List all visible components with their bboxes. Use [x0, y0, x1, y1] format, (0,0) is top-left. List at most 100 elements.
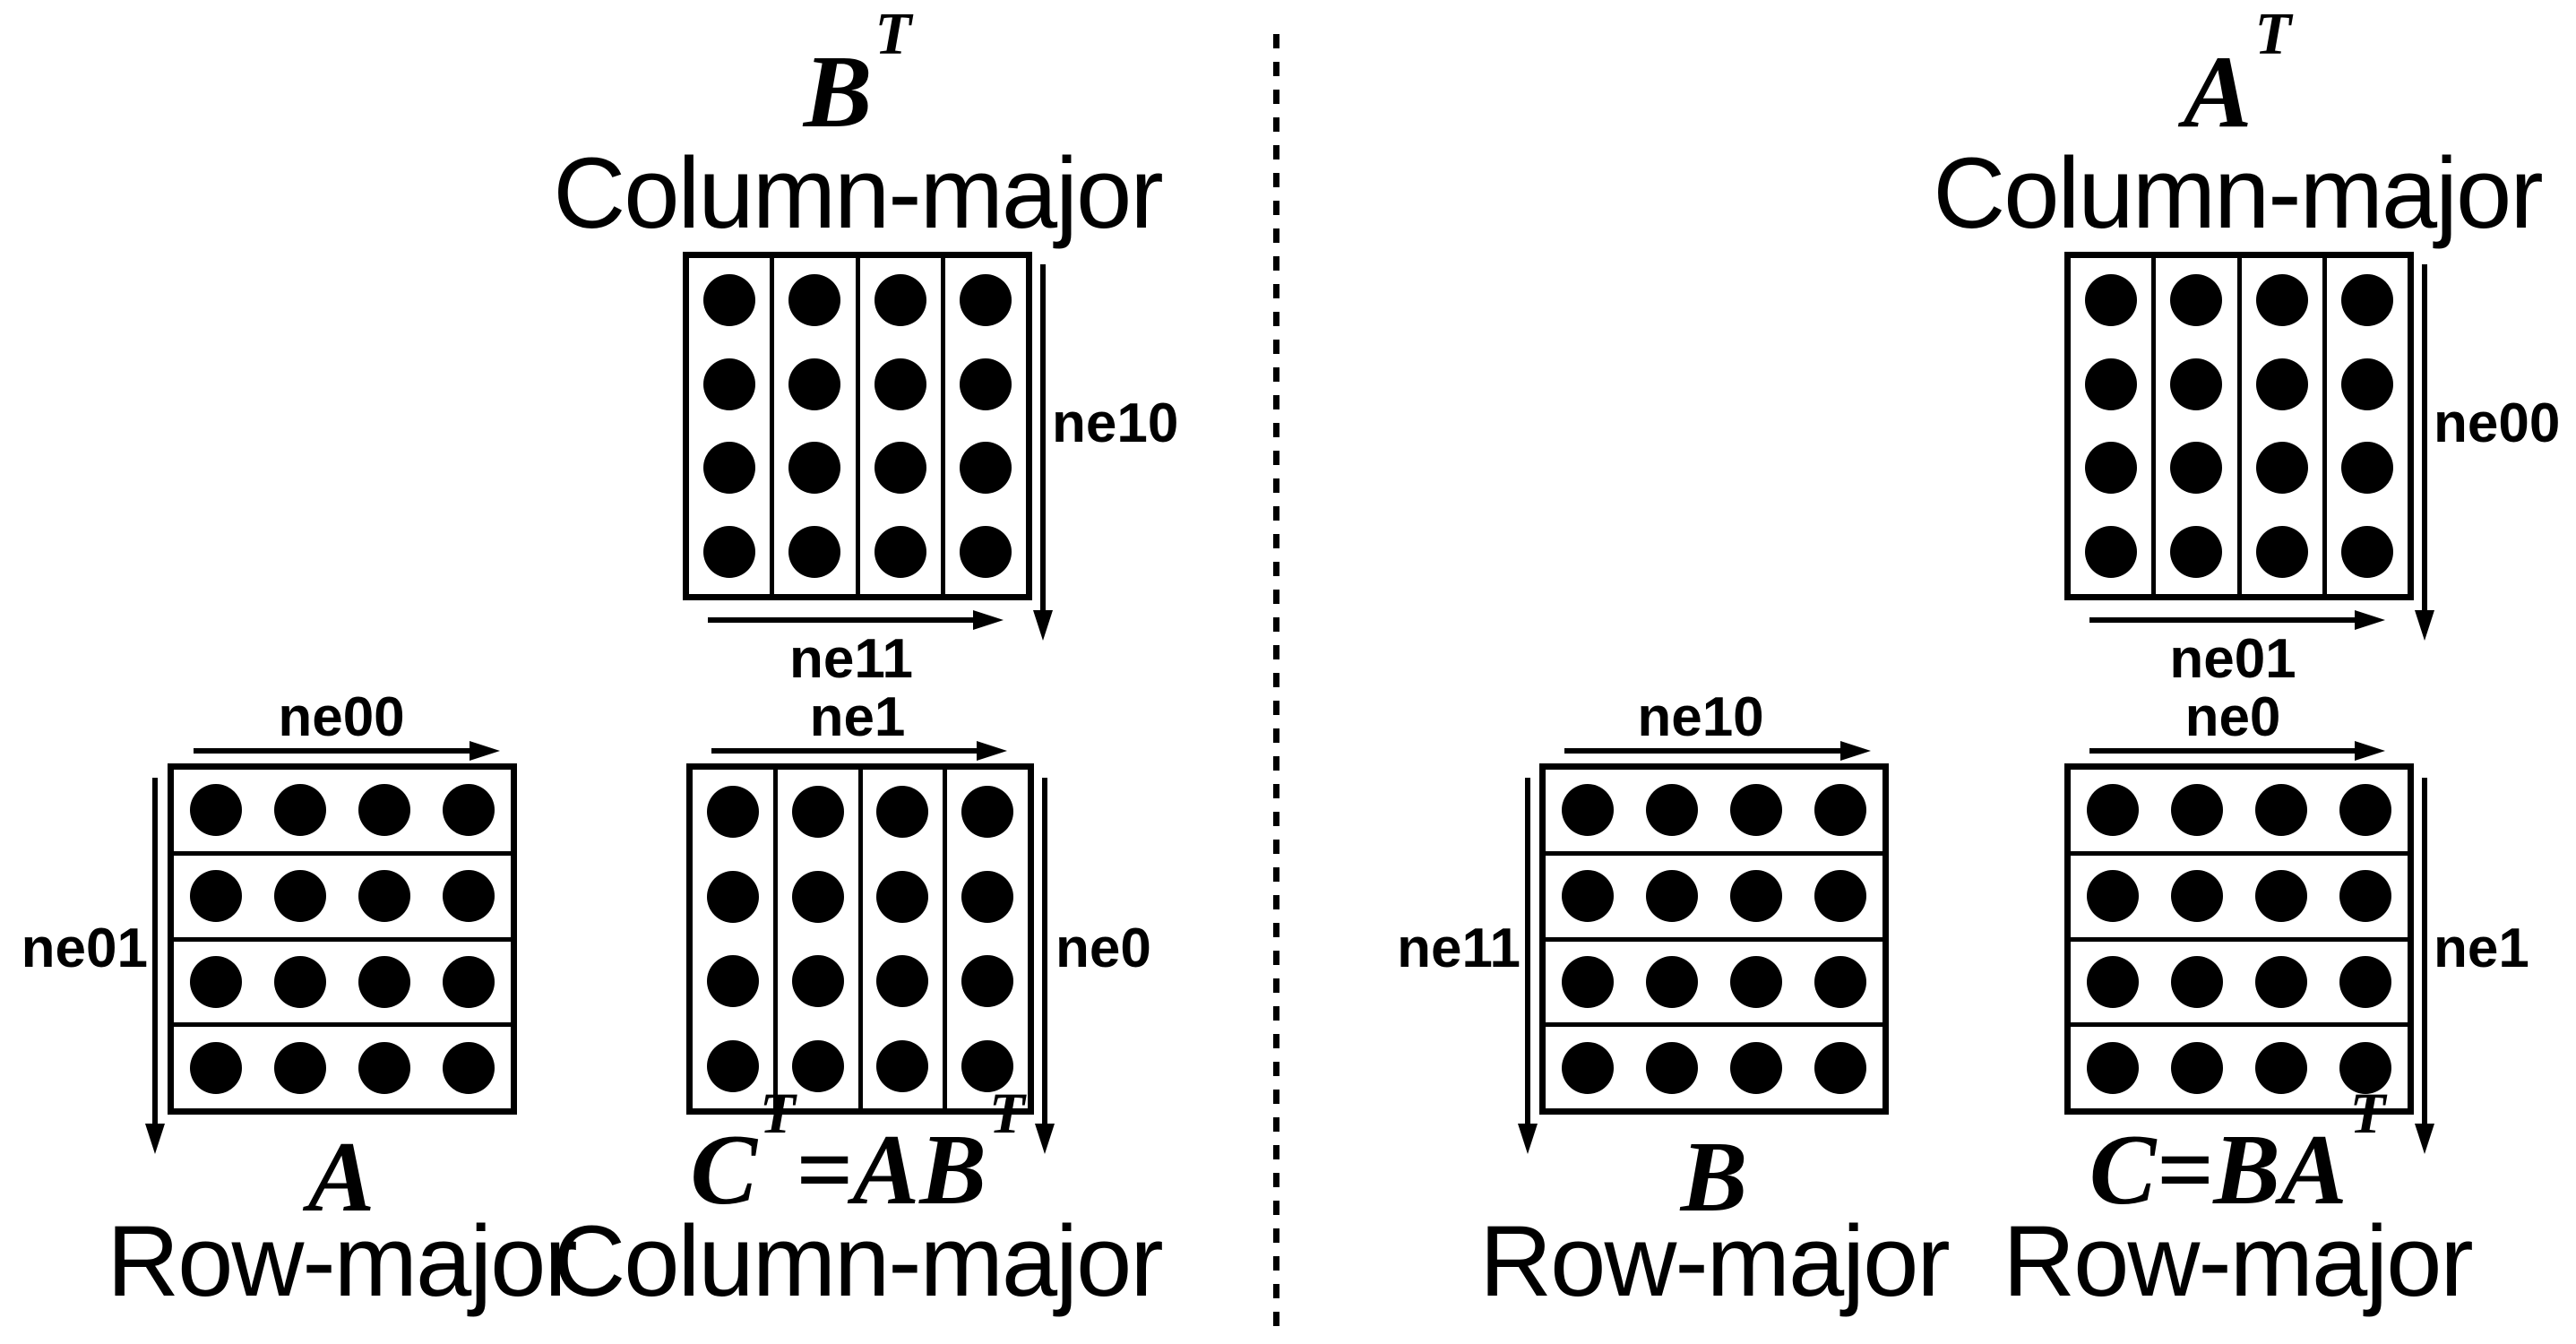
matrix-row-cell	[2071, 770, 2408, 851]
matrix-column-cell	[770, 258, 855, 594]
data-element-dot	[2255, 870, 2307, 923]
matrix-row-cell	[1546, 936, 1882, 1023]
data-element-dot	[703, 358, 756, 410]
b-matrix	[1539, 763, 1889, 1115]
data-element-dot	[788, 442, 841, 495]
ne10-right-arrow	[1564, 739, 1871, 762]
data-element-dot	[358, 784, 410, 837]
ne10-label: ne10	[1052, 392, 1179, 454]
data-element-dot	[874, 442, 926, 495]
data-element-dot	[443, 870, 495, 923]
ne00-label: ne00	[278, 686, 405, 748]
a-transposed-title: AT	[2184, 4, 2291, 143]
superscript: T	[874, 2, 912, 68]
data-element-dot	[2255, 442, 2308, 495]
data-element-dot	[1562, 870, 1614, 923]
data-element-dot	[274, 1041, 326, 1094]
matrix-column-cell	[855, 258, 941, 594]
section-divider-dashed-line	[1273, 34, 1279, 1337]
ne1-label-right: ne1	[2434, 918, 2529, 979]
data-element-dot	[1646, 870, 1698, 923]
data-element-dot	[706, 870, 759, 923]
data-element-dot	[1562, 1041, 1614, 1094]
matrix-row-cell	[174, 936, 511, 1023]
ne1-right-arrow	[711, 739, 1007, 762]
data-element-dot	[2087, 784, 2139, 837]
data-element-dot	[2255, 1041, 2307, 1094]
data-element-dot	[1730, 870, 1782, 923]
matrix-row-cell	[1546, 1022, 1882, 1108]
data-element-dot	[2171, 784, 2223, 837]
data-element-dot	[876, 955, 929, 1008]
data-element-dot	[1646, 1041, 1698, 1094]
data-element-dot	[2255, 526, 2308, 579]
data-element-dot	[1562, 784, 1614, 837]
data-element-dot	[190, 870, 242, 923]
matrix-row-cell	[174, 770, 511, 851]
ne0-label-left: ne0	[1055, 918, 1151, 979]
data-element-dot	[791, 1039, 844, 1092]
data-element-dot	[443, 784, 495, 837]
data-element-dot	[443, 1041, 495, 1094]
a-transposed-layout-label: Column-major	[1933, 137, 2543, 249]
data-element-dot	[1646, 955, 1698, 1008]
matrix-row-cell	[2071, 850, 2408, 937]
data-element-dot	[2087, 955, 2139, 1008]
data-element-dot	[2340, 526, 2393, 579]
data-element-dot	[274, 870, 326, 923]
data-element-dot	[2340, 442, 2393, 495]
data-element-dot	[1814, 955, 1866, 1008]
data-element-dot	[876, 1039, 929, 1092]
data-element-dot	[2085, 526, 2138, 579]
data-element-dot	[2255, 784, 2307, 837]
eq-text: C	[690, 1115, 758, 1226]
ne1-label-left: ne1	[809, 686, 906, 748]
data-element-dot	[2171, 870, 2223, 923]
data-element-dot	[443, 955, 495, 1008]
c-layout-label: Row-major	[2003, 1205, 2473, 1317]
data-element-dot	[1814, 870, 1866, 923]
matrix-row-cell	[1546, 850, 1882, 937]
data-element-dot	[706, 955, 759, 1008]
data-element-dot	[959, 526, 1012, 579]
ne01-label: ne01	[21, 918, 148, 979]
a-transposed-matrix	[2064, 252, 2414, 600]
eq-text: B	[1680, 1122, 1748, 1233]
data-element-dot	[190, 784, 242, 837]
data-element-dot	[2255, 358, 2308, 410]
data-element-dot	[1646, 784, 1698, 837]
matrix-column-cell	[857, 770, 943, 1108]
matrix-column-cell	[2151, 258, 2236, 594]
matrix-row-cell	[174, 850, 511, 937]
data-element-dot	[961, 870, 1014, 923]
data-element-dot	[1730, 1041, 1782, 1094]
data-element-dot	[706, 1039, 759, 1092]
data-element-dot	[358, 955, 410, 1008]
data-element-dot	[703, 526, 756, 579]
data-element-dot	[874, 526, 926, 579]
data-element-dot	[1814, 784, 1866, 837]
c-transposed-matrix	[686, 763, 1034, 1115]
data-element-dot	[1814, 1041, 1866, 1094]
matrix-column-cell	[693, 770, 773, 1108]
ne11-right-arrow	[708, 608, 1004, 632]
a-matrix	[168, 763, 517, 1115]
ne0-right-arrow	[2089, 739, 2385, 762]
data-element-dot	[706, 786, 759, 839]
data-element-dot	[2171, 1041, 2223, 1094]
data-element-dot	[1730, 955, 1782, 1008]
ne00-label-right: ne00	[2434, 392, 2561, 454]
eq-text: B	[803, 35, 873, 149]
data-element-dot	[959, 358, 1012, 410]
data-element-dot	[791, 870, 844, 923]
matrix-row-cell	[2071, 936, 2408, 1023]
data-element-dot	[876, 786, 929, 839]
data-element-dot	[959, 442, 1012, 495]
matrix-column-cell	[2236, 258, 2322, 594]
ne01-right-arrow	[2089, 608, 2385, 632]
data-element-dot	[2170, 526, 2223, 579]
data-element-dot	[2087, 870, 2139, 923]
ne11-label: ne11	[789, 628, 913, 690]
c-matrix	[2064, 763, 2414, 1115]
